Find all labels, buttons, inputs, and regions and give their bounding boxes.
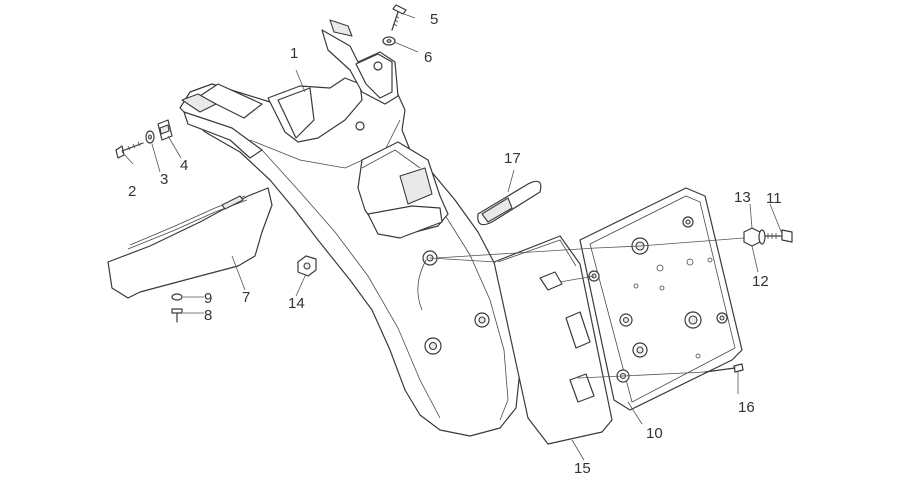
callout-7: 7	[242, 289, 250, 306]
part-7-side-guard	[107, 187, 273, 299]
callout-15: 15	[574, 460, 591, 477]
callout-14: 14	[288, 295, 305, 312]
callout-6: 6	[424, 49, 432, 66]
callout-8: 8	[204, 307, 212, 324]
callout-10: 10	[646, 425, 663, 442]
callout-12: 12	[752, 273, 769, 290]
callout-2: 2	[128, 183, 136, 200]
callout-4: 4	[180, 157, 188, 174]
part-1-rear-fender	[179, 19, 521, 437]
part-15-plate-bracket	[493, 235, 613, 445]
callout-labels: 1 2 3 4 5 6 7 8 9 10 11 12 13 14 15 16 1…	[128, 11, 782, 477]
callout-5: 5	[430, 11, 438, 28]
fasteners	[115, 4, 793, 373]
callout-leaders	[121, 13, 783, 461]
callout-1: 1	[290, 45, 298, 62]
callout-17: 17	[504, 150, 521, 167]
callout-11: 11	[766, 190, 782, 207]
callout-16: 16	[738, 399, 755, 416]
callout-13: 13	[734, 189, 751, 206]
tail-light-housing	[357, 141, 449, 239]
callout-3: 3	[160, 171, 168, 188]
callout-9: 9	[204, 290, 212, 307]
assembly-lines	[429, 237, 745, 379]
part-17-reflector	[477, 180, 542, 226]
